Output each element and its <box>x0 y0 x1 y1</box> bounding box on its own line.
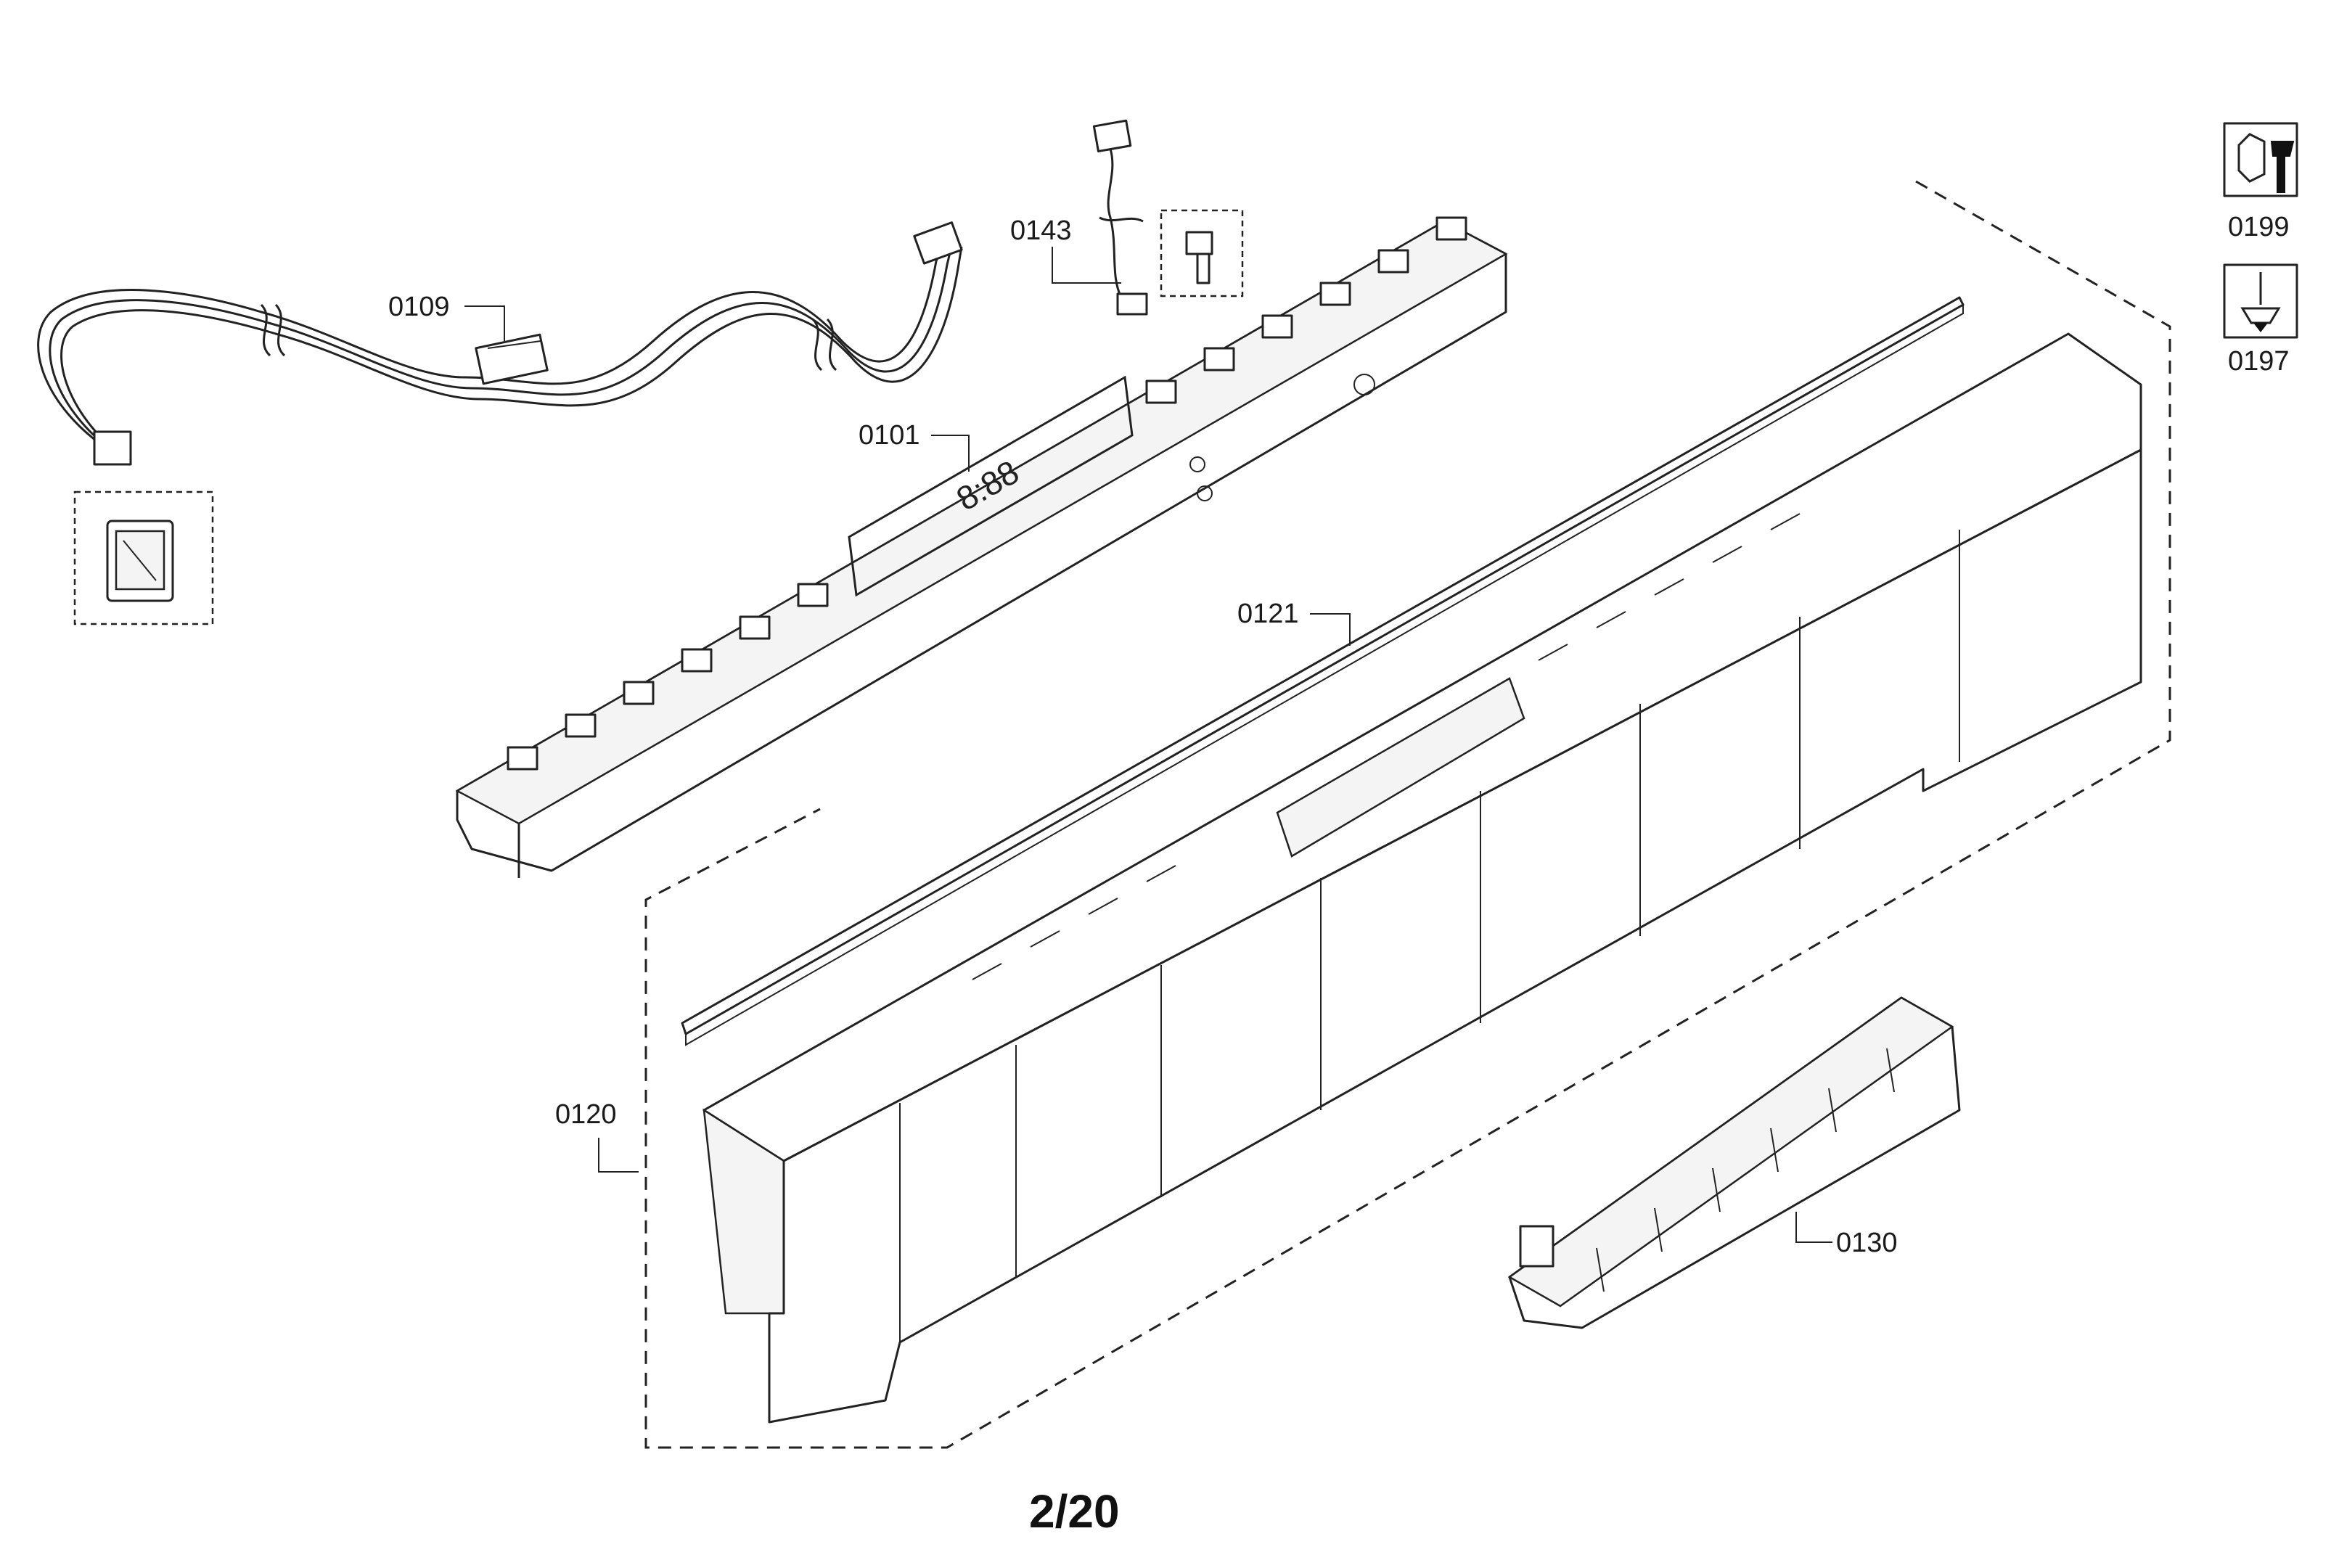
label-0121: 0121 <box>1237 599 1299 629</box>
screwdriver-icon <box>2223 263 2298 339</box>
sensor-detail <box>1185 231 1213 284</box>
leader-0143 <box>1052 247 1121 284</box>
leader-0121 <box>1310 613 1351 646</box>
label-0197: 0197 <box>2228 346 2290 377</box>
page-number: 2/20 <box>1029 1485 1120 1538</box>
label-0109: 0109 <box>388 292 450 322</box>
control-panel-housing-0120 <box>702 332 2142 1424</box>
wrench-icon <box>2223 122 2298 197</box>
leader-0109 <box>464 305 505 341</box>
label-0101: 0101 <box>859 420 920 451</box>
label-0130: 0130 <box>1836 1228 1898 1258</box>
inset-box-sensor <box>1160 209 1244 297</box>
clip-detail <box>106 520 174 602</box>
label-0120: 0120 <box>555 1099 617 1130</box>
label-0143: 0143 <box>1010 216 1072 246</box>
leader-0101 <box>931 435 970 472</box>
control-module-0101: 8:88 <box>455 216 1508 878</box>
leader-0120 <box>598 1138 639 1173</box>
inset-box-clip <box>73 490 214 625</box>
cover-0130 <box>1507 996 1961 1329</box>
assembly-boundary <box>644 180 2171 1449</box>
leader-0130 <box>1795 1212 1832 1243</box>
seal-strip-0121 <box>681 296 1965 1046</box>
label-0199: 0199 <box>2228 212 2290 242</box>
wire-harness-0109 <box>37 221 963 466</box>
sensor-cable-0143 <box>1092 119 1148 316</box>
